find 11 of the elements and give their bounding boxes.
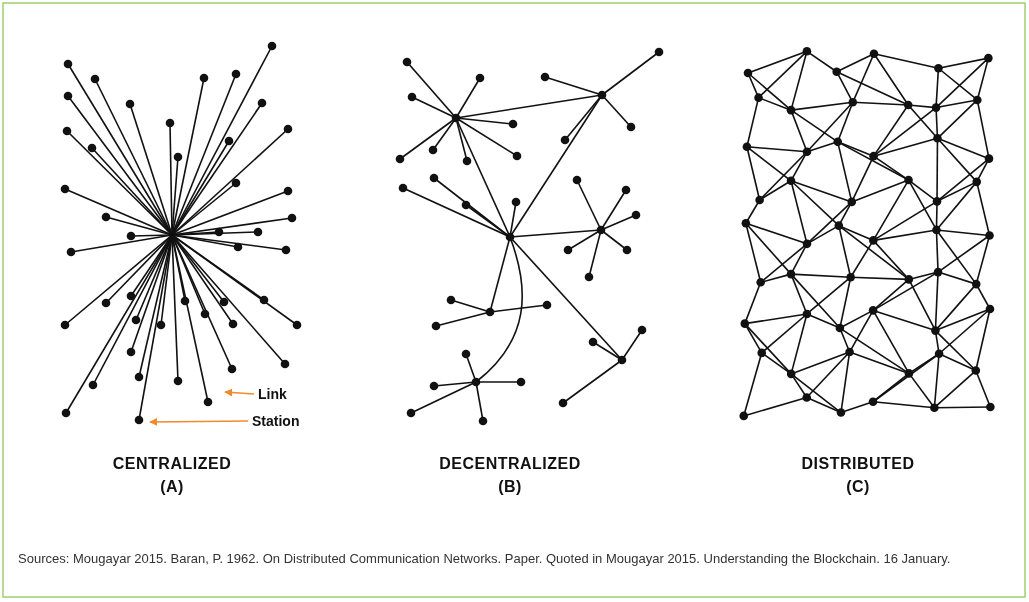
leader-arrow (224, 388, 255, 397)
leader-arrow (149, 417, 249, 426)
panel-letter: (B) (498, 478, 522, 496)
panel-letter: (C) (846, 478, 870, 496)
panel-title: CENTRALIZED (112, 455, 232, 473)
callout-text: Station (252, 413, 300, 429)
source-caption: Sources: Mougayar 2015. Baran, P. 1962. On Distributed Communication Networks. Paper. Quoted in Mougayar 2015. Understanding the Blockchain. 16 January. (18, 550, 952, 568)
panel-title: DECENTRALIZED (439, 455, 581, 473)
callout-text: Link (258, 386, 287, 402)
panel-title: DISTRIBUTED (801, 455, 915, 473)
panel-letter: (A) (160, 478, 184, 496)
